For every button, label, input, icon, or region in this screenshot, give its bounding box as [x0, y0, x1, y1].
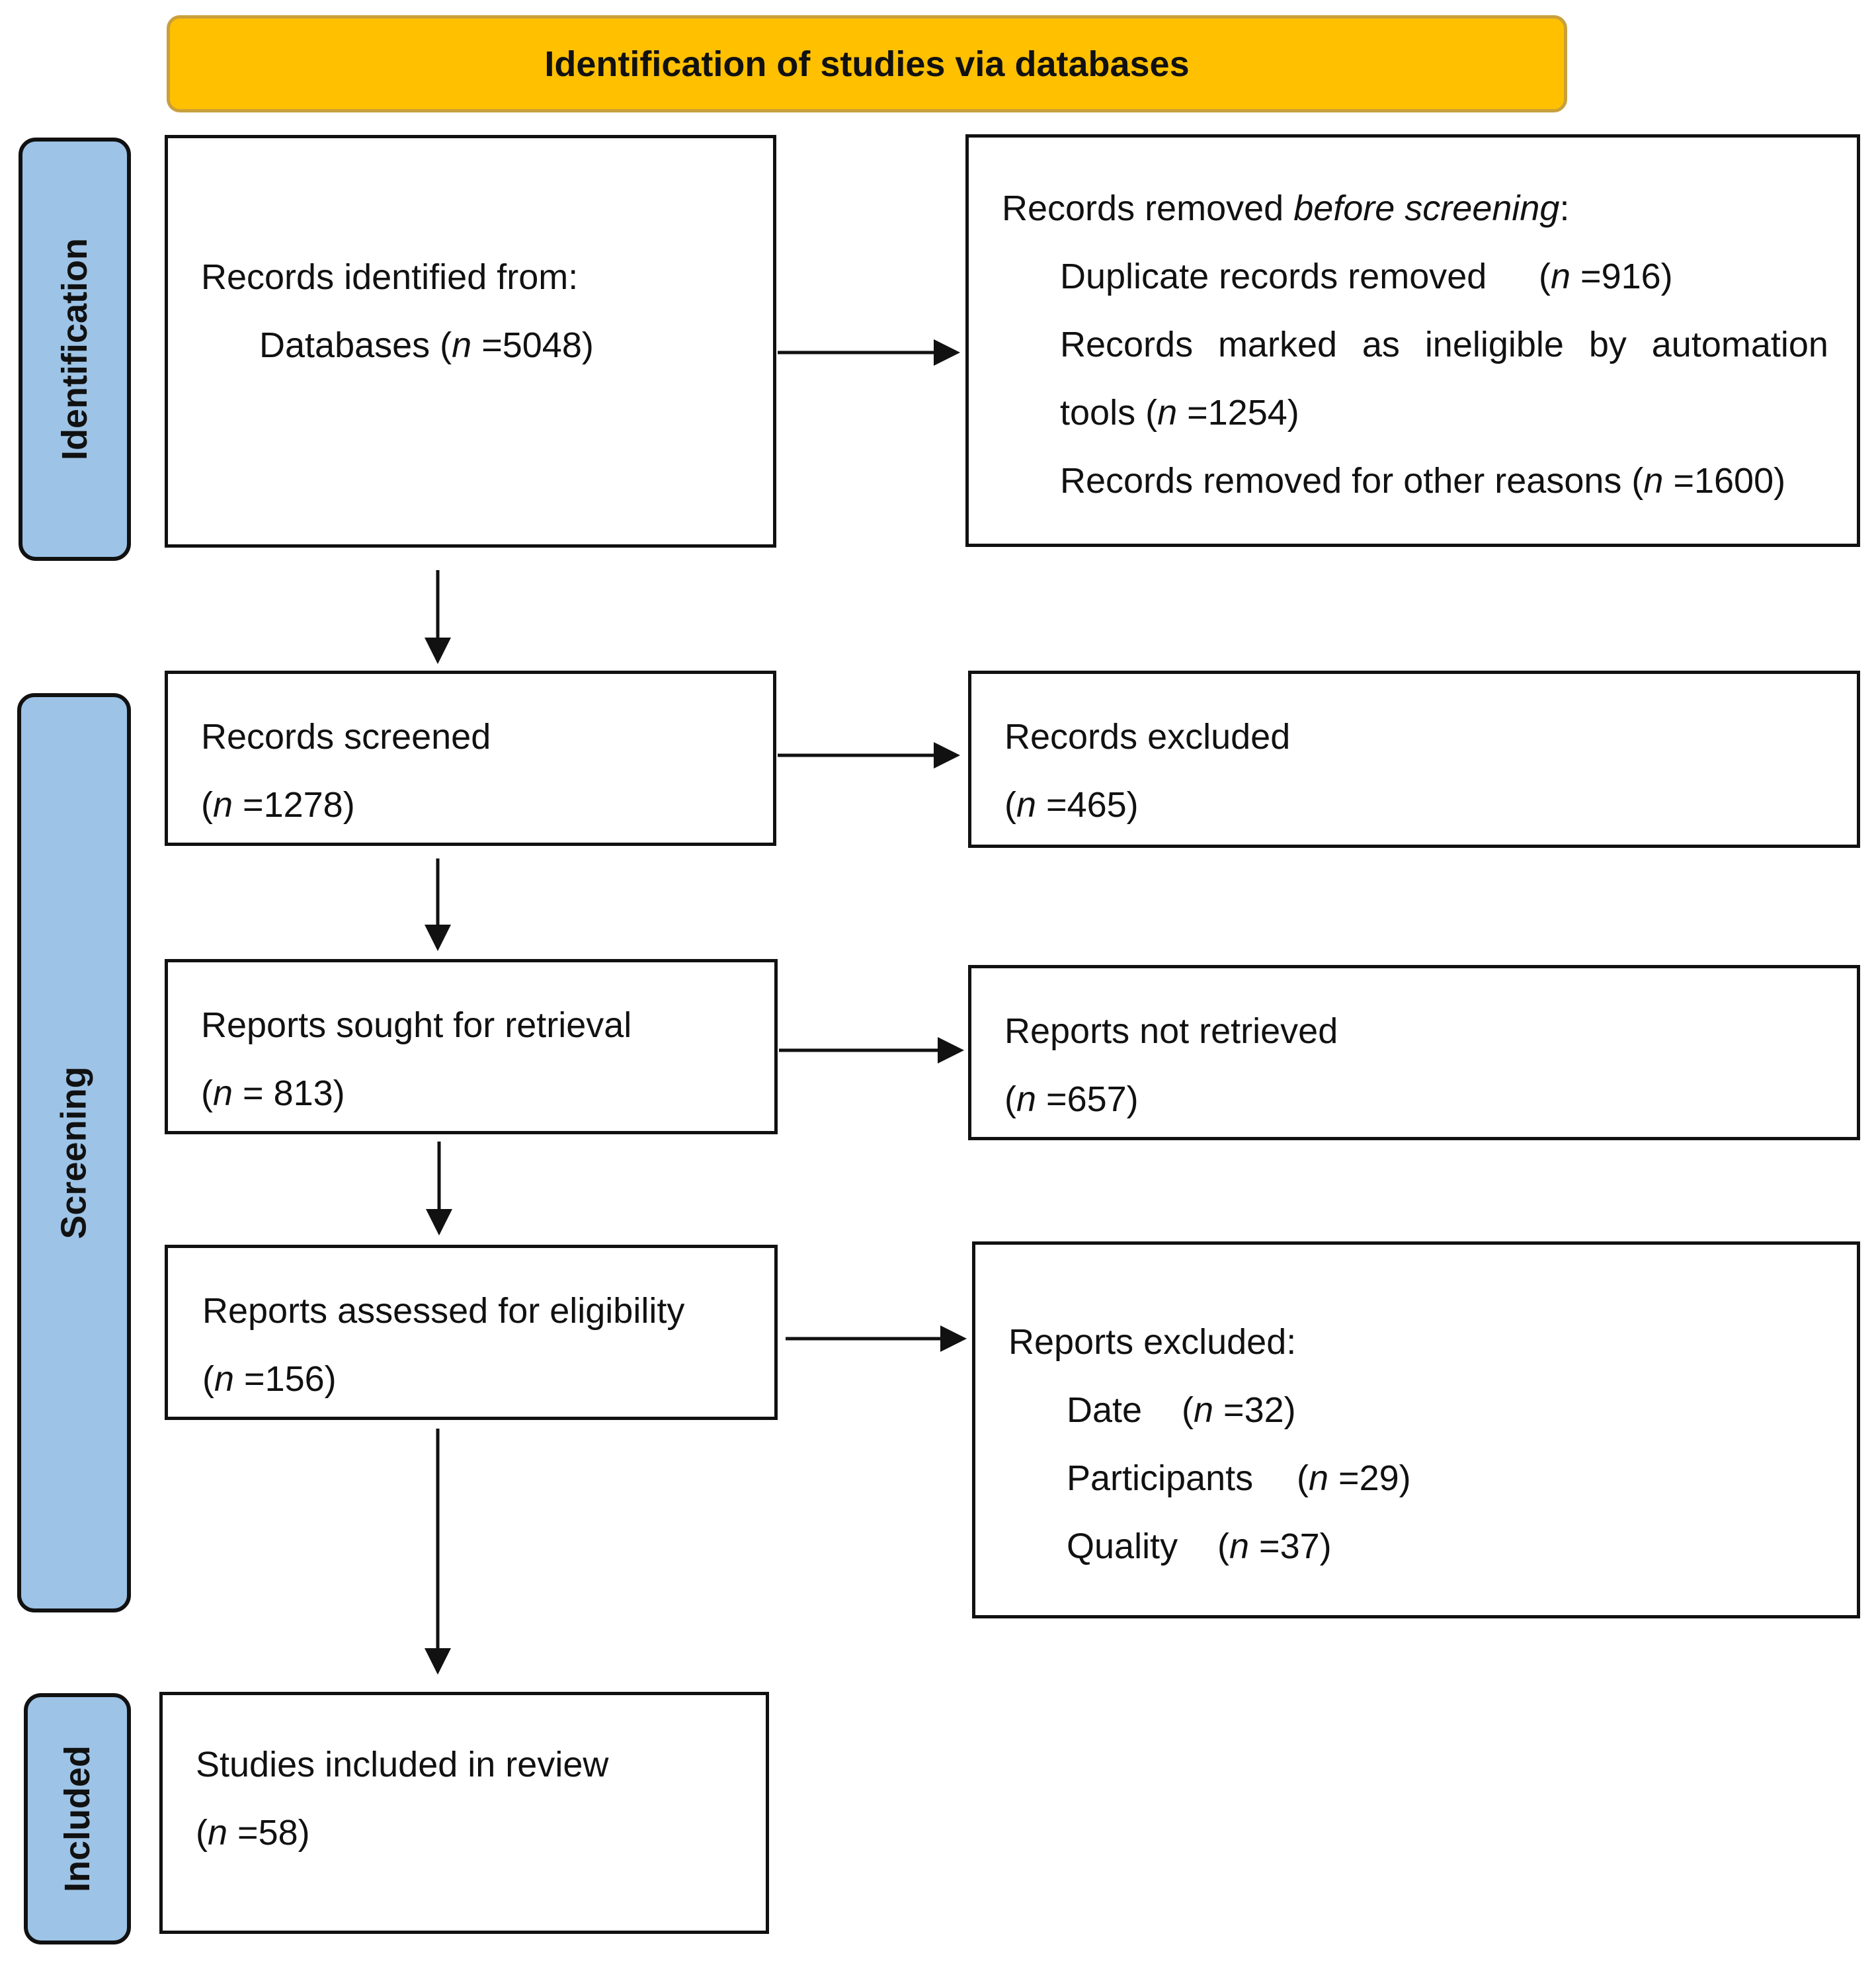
- reports-excluded-box: Reports excluded: Date (n =32) Participa…: [972, 1241, 1860, 1618]
- records-removed-heading: Records removed before screening:: [1002, 188, 1570, 228]
- identification-banner: Identification of studies via databases: [167, 15, 1567, 112]
- records-screened-count: (n =1278): [201, 785, 355, 825]
- reports-sought-box: Reports sought for retrieval (n = 813): [165, 959, 778, 1134]
- reports-not-retrieved-label: Reports not retrieved: [1004, 1011, 1338, 1051]
- reports-sought-label: Reports sought for retrieval: [201, 1005, 632, 1045]
- records-identified-heading: Records identified from:: [201, 257, 579, 297]
- other-reasons-count: Records removed for other reasons (n =16…: [1060, 461, 1786, 501]
- arrowhead-assessed-to-included: [425, 1648, 451, 1675]
- studies-included-count: (n =58): [196, 1813, 310, 1853]
- duplicate-records-count: (n =916): [1539, 257, 1673, 296]
- studies-included-label: Studies included in review: [196, 1745, 609, 1784]
- reason-quality-label: Quality: [1067, 1526, 1178, 1566]
- arrowhead-identified-to-removed: [934, 339, 960, 366]
- arrowhead-sought-to-not-retrieved: [938, 1037, 964, 1064]
- reports-sought-count: (n = 813): [201, 1073, 345, 1113]
- records-screened-box: Records screened (n =1278): [165, 671, 776, 846]
- reason-date-label: Date: [1067, 1390, 1143, 1430]
- records-excluded-label: Records excluded: [1004, 717, 1291, 757]
- reports-not-retrieved-box: Reports not retrieved (n =657): [968, 965, 1860, 1140]
- reports-excluded-heading: Reports excluded:: [1008, 1322, 1297, 1362]
- stage-included: Included: [24, 1693, 131, 1944]
- records-excluded-count: (n =465): [1004, 785, 1139, 825]
- stage-screening: Screening: [17, 693, 131, 1612]
- stage-identification: Identification: [19, 138, 131, 561]
- records-removed-box: Records removed before screening: Duplic…: [965, 134, 1860, 547]
- arrowhead-sought-to-assessed: [426, 1209, 452, 1235]
- studies-included-box: Studies included in review (n =58): [159, 1692, 769, 1934]
- databases-count: Databases (n =5048): [259, 325, 594, 365]
- records-excluded-box: Records excluded (n =465): [968, 671, 1860, 848]
- arrowhead-screened-to-excluded: [934, 742, 960, 769]
- reason-date-count: (n =32): [1182, 1390, 1296, 1430]
- reports-not-retrieved-count: (n =657): [1004, 1079, 1139, 1119]
- duplicate-records-label: Duplicate records removed: [1060, 257, 1487, 296]
- arrowhead-screened-to-sought: [425, 925, 451, 951]
- reports-assessed-label: Reports assessed for eligibility: [202, 1291, 685, 1331]
- reports-assessed-box: Reports assessed for eligibility (n =156…: [165, 1245, 778, 1420]
- arrowhead-identified-to-screened: [425, 638, 451, 664]
- reports-assessed-count: (n =156): [202, 1359, 337, 1399]
- reason-participants-count: (n =29): [1297, 1458, 1411, 1498]
- automation-count: tools (n =1254): [1060, 393, 1299, 433]
- arrowhead-assessed-to-excluded: [940, 1325, 967, 1352]
- banner-title: Identification of studies via databases: [544, 44, 1190, 84]
- automation-line: Records marked as ineligible by automati…: [1060, 325, 1828, 364]
- reason-participants-label: Participants: [1067, 1458, 1254, 1498]
- reason-quality-count: (n =37): [1217, 1526, 1332, 1566]
- records-screened-label: Records screened: [201, 717, 491, 757]
- records-identified-box: Records identified from: Databases (n =5…: [165, 135, 776, 548]
